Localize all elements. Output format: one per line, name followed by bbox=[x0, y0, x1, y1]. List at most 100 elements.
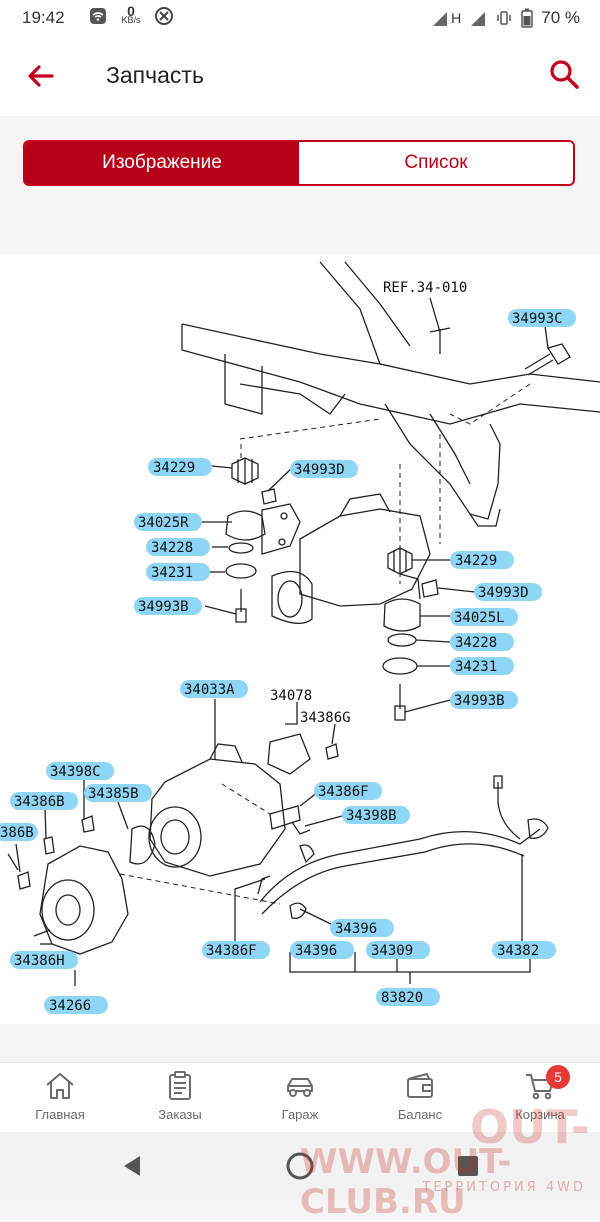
svg-text:34231: 34231 bbox=[151, 565, 193, 581]
callout-34231-b[interactable]: 34231 bbox=[450, 657, 514, 675]
svg-text:83820: 83820 bbox=[381, 990, 423, 1006]
home-icon bbox=[46, 1073, 74, 1099]
bolt-34993c-drawing bbox=[524, 343, 571, 376]
svg-text:34993D: 34993D bbox=[294, 462, 345, 478]
callout-34386h[interactable]: 34386H bbox=[10, 951, 78, 969]
svg-text:34266: 34266 bbox=[49, 998, 91, 1014]
nav-orders[interactable]: Заказы bbox=[120, 1063, 240, 1133]
nav-cart[interactable]: Корзина 5 bbox=[480, 1063, 600, 1133]
callout-34228-a[interactable]: 34228 bbox=[146, 538, 210, 556]
view-toggle-area: Изображение Список bbox=[0, 116, 600, 252]
svg-text:34309: 34309 bbox=[371, 943, 413, 959]
svg-text:34386H: 34386H bbox=[14, 953, 65, 969]
back-arrow-icon[interactable] bbox=[24, 60, 56, 92]
callout-34231-a[interactable]: 34231 bbox=[146, 563, 210, 581]
system-recents-icon[interactable] bbox=[452, 1150, 484, 1182]
nav-balance-label: Баланс bbox=[397, 1107, 443, 1122]
svg-text:34229: 34229 bbox=[153, 460, 195, 476]
callout-34993c[interactable]: 34993C bbox=[508, 309, 576, 327]
ref-label: REF.34-010 bbox=[383, 280, 467, 296]
callout-34229-a[interactable]: 34229 bbox=[148, 458, 212, 476]
harness-drawing bbox=[257, 775, 549, 919]
callout-34386b-a[interactable]: 34386B bbox=[10, 792, 78, 810]
exploded-view-drawing: REF.34-010 34993C 34229 34993D 34025R 34… bbox=[0, 261, 600, 1014]
nav-orders-label: Заказы bbox=[158, 1107, 202, 1122]
callout-34025l[interactable]: 34025L bbox=[450, 608, 518, 626]
callout-34386b-b[interactable]: 386B bbox=[0, 823, 38, 841]
callout-34993b-a[interactable]: 34993B bbox=[134, 597, 202, 615]
svg-text:386B: 386B bbox=[0, 825, 34, 841]
system-navigation-bar bbox=[0, 1132, 600, 1200]
svg-text:34993C: 34993C bbox=[512, 311, 563, 327]
callout-34228-b[interactable]: 34228 bbox=[450, 633, 514, 651]
system-home-icon[interactable] bbox=[284, 1150, 316, 1182]
wifi-shield-icon bbox=[90, 8, 106, 24]
diff-housing-upper bbox=[271, 493, 431, 624]
callout-34396-a[interactable]: 34396 bbox=[330, 919, 394, 937]
callout-34229-b[interactable]: 34229 bbox=[450, 551, 514, 569]
callout-34266[interactable]: 34266 bbox=[44, 996, 108, 1014]
tab-image[interactable]: Изображение bbox=[25, 142, 299, 184]
svg-text:34025R: 34025R bbox=[138, 515, 189, 531]
nav-garage-label: Гараж bbox=[281, 1107, 319, 1122]
svg-text:34231: 34231 bbox=[455, 659, 497, 675]
svg-text:34228: 34228 bbox=[151, 540, 193, 556]
battery-level: 70 % bbox=[541, 8, 580, 27]
wallet-icon bbox=[407, 1072, 433, 1098]
view-toggle: Изображение Список bbox=[23, 140, 575, 186]
callout-34386f-a[interactable]: 34386F bbox=[314, 782, 382, 800]
crossmember-drawing bbox=[181, 261, 600, 584]
search-icon[interactable] bbox=[548, 58, 580, 90]
vibrate-icon bbox=[497, 11, 511, 25]
callout-34309[interactable]: 34309 bbox=[366, 941, 430, 959]
parts-diagram: REF.34-010 34993C 34229 34993D 34025R 34… bbox=[0, 254, 600, 1024]
callout-34396-b[interactable]: 34396 bbox=[290, 941, 354, 959]
diff-cover-drawing bbox=[7, 815, 129, 955]
svg-text:34386F: 34386F bbox=[206, 943, 257, 959]
svg-text:34398C: 34398C bbox=[50, 764, 101, 780]
nav-balance[interactable]: Баланс bbox=[360, 1063, 480, 1133]
callout-34398c[interactable]: 34398C bbox=[46, 762, 114, 780]
callout-34993d-a[interactable]: 34993D bbox=[290, 460, 358, 478]
svg-text:34993D: 34993D bbox=[478, 585, 529, 601]
tab-list[interactable]: Список bbox=[404, 152, 468, 173]
svg-text:34993B: 34993B bbox=[138, 599, 189, 615]
nav-home-label: Главная bbox=[35, 1107, 85, 1122]
blocked-icon bbox=[155, 7, 173, 25]
battery-icon bbox=[521, 8, 533, 28]
nav-home[interactable]: Главная bbox=[0, 1063, 120, 1133]
svg-text:34025L: 34025L bbox=[454, 610, 505, 626]
svg-text:34396: 34396 bbox=[335, 921, 377, 937]
clipboard-icon bbox=[169, 1071, 191, 1100]
callout-34382[interactable]: 34382 bbox=[492, 941, 556, 959]
callout-83820[interactable]: 83820 bbox=[376, 988, 440, 1006]
callout-34398b[interactable]: 34398B bbox=[342, 806, 410, 824]
label-34078[interactable]: 34078 bbox=[270, 688, 312, 704]
label-34386g[interactable]: 34386G bbox=[300, 710, 351, 726]
mount-right-stack bbox=[382, 547, 439, 721]
svg-text:34386B: 34386B bbox=[14, 794, 65, 810]
rear-diff-assembly bbox=[129, 733, 339, 877]
car-icon bbox=[287, 1078, 313, 1097]
system-back-icon[interactable] bbox=[116, 1150, 148, 1182]
svg-text:34993B: 34993B bbox=[454, 693, 505, 709]
callout-34386f-b[interactable]: 34386F bbox=[202, 941, 270, 959]
callout-34385b[interactable]: 34385B bbox=[84, 784, 152, 802]
signal-icon bbox=[433, 12, 448, 26]
callout-34033a[interactable]: 34033A bbox=[180, 680, 248, 698]
svg-text:34398B: 34398B bbox=[346, 808, 397, 824]
status-right-icons: H 70 % bbox=[431, 8, 580, 28]
svg-text:34386F: 34386F bbox=[318, 784, 369, 800]
callout-34025r[interactable]: 34025R bbox=[134, 513, 202, 531]
svg-text:34033A: 34033A bbox=[184, 682, 235, 698]
nav-garage[interactable]: Гараж bbox=[240, 1063, 360, 1133]
app-bar: Запчасть bbox=[0, 36, 600, 116]
bottom-navigation: Главная Заказы Гараж Баланс Корзина 5 bbox=[0, 1062, 600, 1133]
callout-34993d-b[interactable]: 34993D bbox=[474, 583, 542, 601]
clock: 19:42 bbox=[22, 8, 65, 27]
callout-34993b-b[interactable]: 34993B bbox=[450, 691, 518, 709]
svg-text:34382: 34382 bbox=[497, 943, 539, 959]
